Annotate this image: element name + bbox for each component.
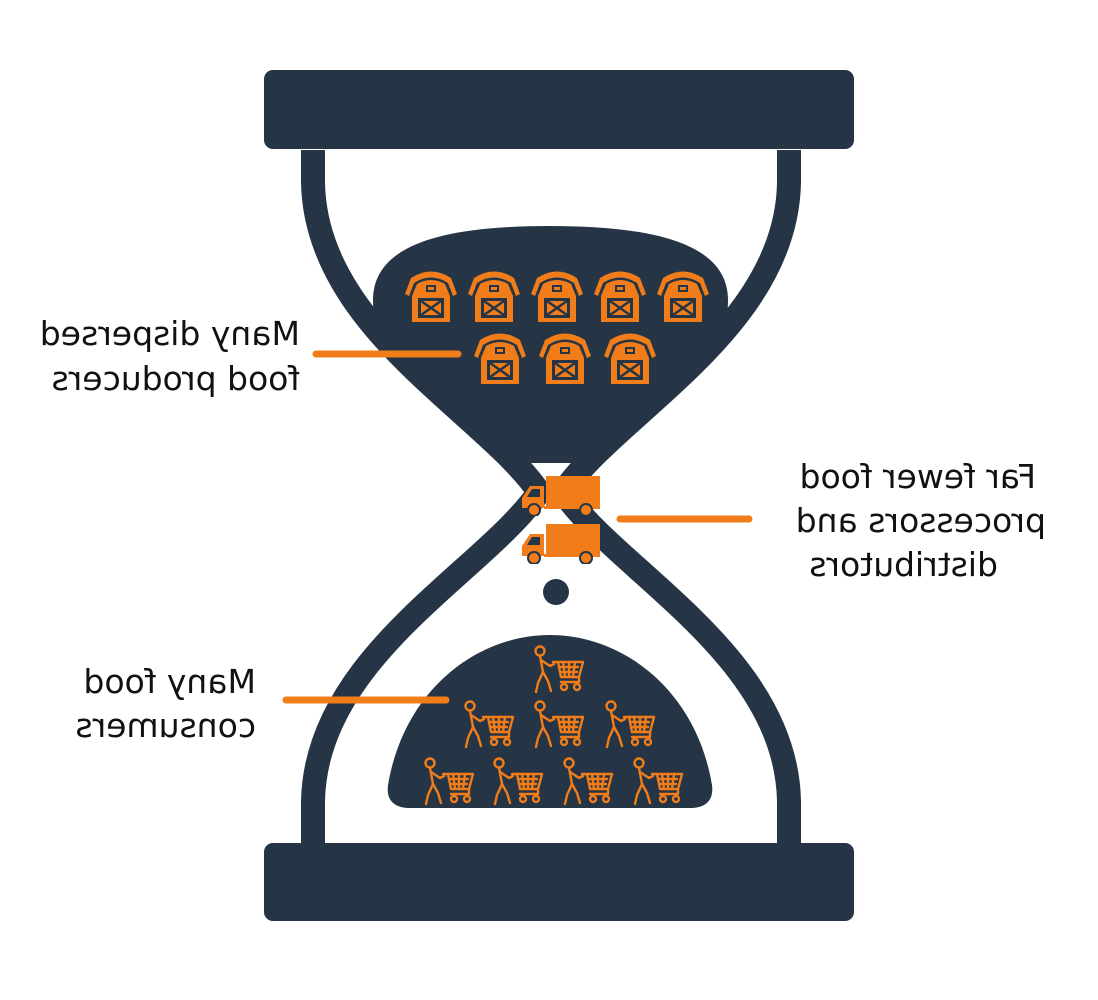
producers-label: Many dispersed food producers	[40, 314, 300, 398]
processors-label-line1: Far fewer food	[800, 457, 1036, 496]
hourglass-top-cap	[264, 70, 854, 149]
processors-label-line3: distributors	[809, 545, 998, 584]
producers-label-line2: food producers	[52, 359, 300, 398]
consumers-label: Many food consumers	[75, 662, 256, 745]
truck-icon	[521, 524, 600, 564]
processors-label-line2: processors and	[796, 501, 1046, 540]
processors-label: Far fewer food processors and distributo…	[796, 457, 1046, 584]
consumers-label-line2: consumers	[75, 706, 256, 745]
consumers-label-line1: Many food	[83, 662, 256, 701]
hourglass-bottom-cap	[264, 843, 854, 921]
sand-grain-icon	[543, 579, 569, 605]
producers-label-line1: Many dispersed	[40, 314, 300, 353]
top-sand	[373, 226, 728, 463]
